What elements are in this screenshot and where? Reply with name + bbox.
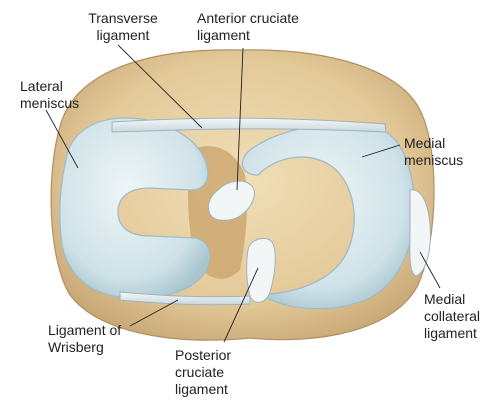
transverse-ligament-label: Transverse ligament — [88, 10, 158, 43]
medial-collateral-ligament-label: Medial collateral ligament — [424, 291, 481, 341]
leader-anterior-cruciate — [236, 47, 244, 191]
leader-wrisberg — [129, 299, 179, 327]
medial-meniscus-label: Medial meniscus — [404, 135, 464, 168]
leader-medial-collateral — [419, 251, 441, 289]
lateral-meniscus-label: Lateral meniscus — [20, 78, 80, 111]
leader-medial-meniscus — [361, 144, 401, 158]
ligament-of-wrisberg-label: Ligament of Wrisberg — [48, 322, 122, 355]
transverse-ligament-shape — [111, 117, 387, 133]
anterior-cruciate-ligament-shape — [207, 180, 255, 221]
anterior-cruciate-ligament-label: Anterior cruciate ligament — [197, 10, 299, 43]
posterior-cruciate-ligament-label: Posterior cruciate ligament — [175, 347, 232, 397]
posterior-cruciate-ligament-shape — [246, 237, 276, 303]
leader-lateral-meniscus — [45, 109, 79, 169]
ligament-of-wrisberg-shape — [119, 291, 251, 306]
leader-lines — [45, 44, 441, 343]
leader-transverse — [117, 44, 203, 129]
medial-collateral-ligament-shape — [409, 189, 431, 277]
leader-posterior-cruciate — [223, 267, 259, 343]
